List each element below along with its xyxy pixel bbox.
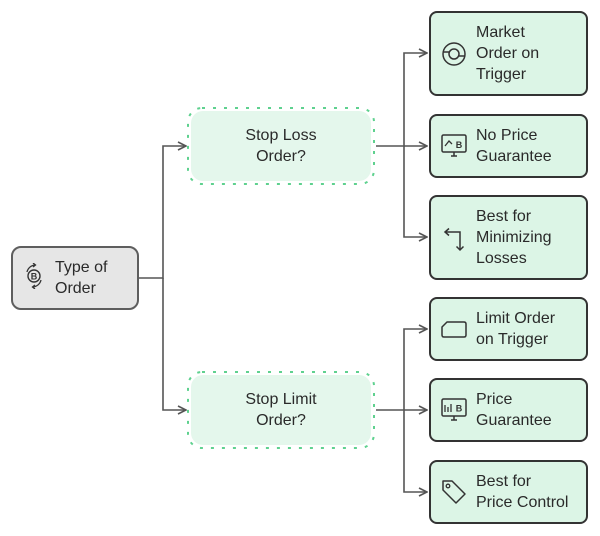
outcome-best-for-minimizing-losses: Best for Minimizing Losses (429, 195, 588, 280)
connector-root-to-stop-loss (139, 146, 186, 279)
outcome-label: No Price Guarantee (476, 125, 552, 167)
connector-stop-limit-to-limit-order (376, 329, 427, 411)
outcome-line-1: Best for (476, 208, 532, 225)
outcome-line-2: Guarantee (476, 148, 552, 165)
decision-label: Stop Loss Order? (245, 125, 316, 167)
decision-shape (187, 371, 375, 449)
outcome-label: Limit Order on Trigger (476, 308, 555, 350)
outcome-line-1: Limit Order (476, 310, 556, 327)
svg-text:B: B (456, 404, 463, 414)
turn-arrow-icon (440, 227, 468, 255)
target-icon (440, 40, 468, 68)
connector-stop-limit-to-price-control (403, 410, 427, 492)
outcome-label: Best for Minimizing Losses (476, 206, 552, 269)
connector-stop-loss-to-market-order (376, 53, 427, 147)
outcome-line-2: Order on (476, 45, 540, 62)
outcome-no-price-guarantee: B No Price Guarantee (429, 114, 588, 178)
outcome-line-3: Losses (476, 250, 527, 267)
outcome-line-2: Guarantee (476, 412, 552, 429)
outcome-label: Price Guarantee (476, 389, 552, 431)
outcome-market-order-on-trigger: Market Order on Trigger (429, 11, 588, 96)
outcome-line-2: Price Control (476, 494, 569, 511)
root-label: Type of Order (55, 257, 107, 299)
decision-shape (187, 107, 375, 185)
decision-node-stop-loss: Stop Loss Order? (186, 106, 376, 186)
decision-label-line-1: Stop Loss (245, 127, 317, 144)
connector-root-to-stop-limit (162, 278, 186, 410)
svg-text:B: B (456, 140, 463, 150)
outcome-label: Best for Price Control (476, 471, 568, 513)
decision-node-stop-limit: Stop Limit Order? (186, 370, 376, 450)
outcome-line-1: No Price (476, 127, 538, 144)
bitcoin-chart-monitor-icon: B (440, 396, 468, 424)
rectangle-icon (440, 315, 468, 343)
svg-text:B: B (31, 271, 38, 281)
price-tag-icon (440, 478, 468, 506)
root-label-line-2: Order (55, 280, 96, 297)
outcome-limit-order-on-trigger: Limit Order on Trigger (429, 297, 588, 361)
decision-label-line-2: Order? (256, 412, 306, 429)
outcome-best-for-price-control: Best for Price Control (429, 460, 588, 524)
outcome-line-2: Minimizing (476, 229, 552, 246)
outcome-line-1: Price (476, 391, 513, 408)
decision-label: Stop Limit Order? (245, 389, 316, 431)
outcome-line-1: Market (476, 24, 525, 41)
outcome-line-3: Trigger (476, 66, 527, 83)
outcome-price-guarantee: B Price Guarantee (429, 378, 588, 442)
connector-stop-loss-to-minimizing-losses (403, 146, 427, 237)
outcome-label: Market Order on Trigger (476, 22, 539, 85)
decision-label-line-2: Order? (256, 148, 306, 165)
root-label-line-1: Type of (55, 259, 108, 276)
bitcoin-exchange-icon: B (23, 261, 45, 294)
root-node-type-of-order: B Type of Order (11, 246, 139, 310)
outcome-line-2: on Trigger (476, 331, 549, 348)
bitcoin-monitor-icon: B (440, 132, 468, 160)
outcome-line-1: Best for (476, 473, 532, 490)
decision-label-line-1: Stop Limit (245, 391, 317, 408)
